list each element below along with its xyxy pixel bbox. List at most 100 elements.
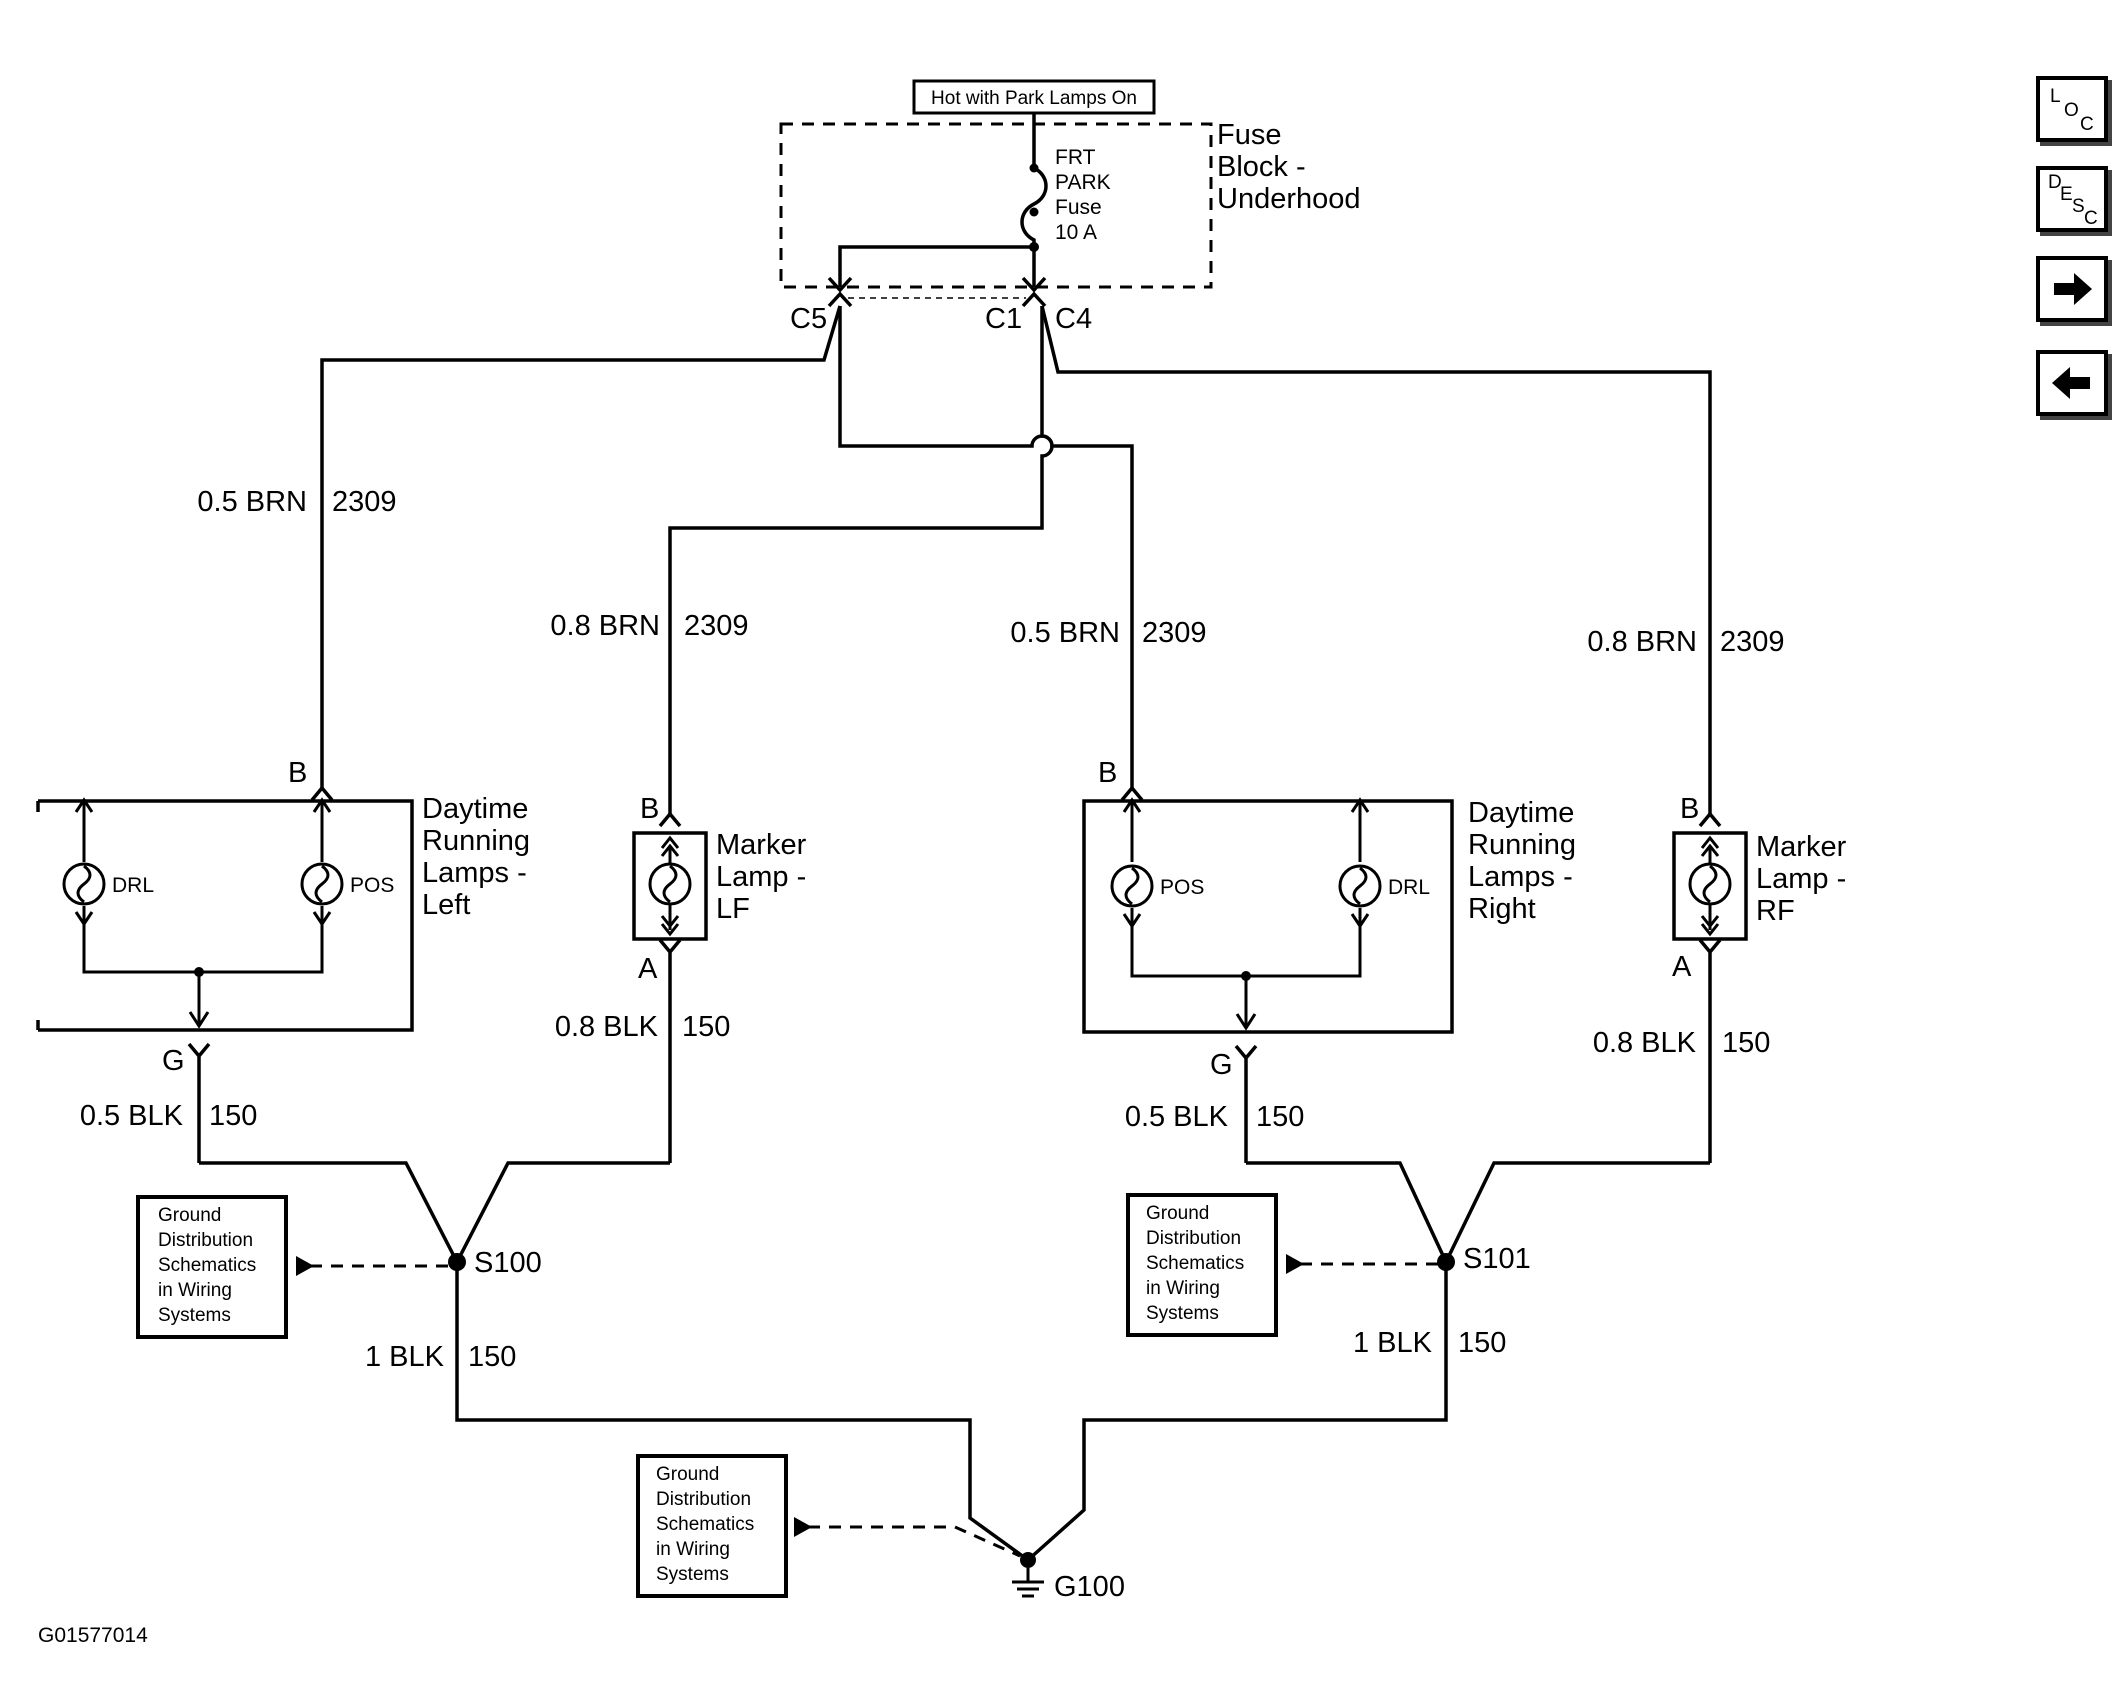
figure-id: G01577014 (38, 1624, 148, 1647)
desc-letter-c: C (2084, 208, 2098, 229)
fuse-block-title-1: Fuse (1217, 119, 1281, 151)
ref-right-2: Distribution (1146, 1228, 1241, 1249)
connector-c1: C1 (985, 303, 1022, 335)
ref-box-ground: Ground Distribution Schematics in Wiring… (636, 1454, 1021, 1598)
wire-w2-circuit: 2309 (684, 610, 749, 642)
ref-right-4: in Wiring (1146, 1278, 1220, 1299)
marker-lf-title-1: Marker (716, 829, 807, 861)
ref-left-3: Schematics (158, 1255, 256, 1276)
wire-s100-gauge: 1 BLK (365, 1341, 445, 1373)
splice-s101-dot (1437, 1253, 1455, 1271)
wire-g4-gauge: 0.8 BLK (1593, 1027, 1697, 1059)
ref-ground-3: Schematics (656, 1514, 754, 1535)
desc-button[interactable]: D E S C (2036, 166, 2108, 232)
ground-symbol (1012, 1552, 1044, 1598)
marker-rf-title-2: Lamp - (1756, 863, 1846, 895)
wire-w4-circuit: 2309 (1720, 626, 1785, 658)
marker-rf: B Marker Lamp - RF A (1672, 793, 1847, 1163)
ref-box-left: Ground Distribution Schematics in Wiring… (136, 1195, 450, 1339)
connectors: C5 C1 C4 (790, 291, 1092, 335)
desc-letter-s: S (2072, 196, 2085, 217)
drl-right-module: B POS DRL Daytime Running Lamps - Right … (1082, 757, 1576, 1163)
fuse-name-1: FRT (1055, 146, 1096, 169)
ground-network: S100 S101 1 BLK 150 1 BLK 150 G100 (199, 1161, 1710, 1603)
fuse-block-title-3: Underhood (1217, 183, 1361, 215)
drl-left-title-3: Lamps - (422, 857, 527, 889)
splice-s100-dot (448, 1253, 466, 1271)
ref-right-5: Systems (1146, 1303, 1219, 1324)
fuse-symbol (1020, 166, 1048, 247)
splice-s100: S100 (474, 1247, 542, 1279)
marker-rf-title-3: RF (1756, 895, 1795, 927)
marker-rf-pin-b: B (1680, 793, 1699, 825)
wire-w3-gauge: 0.5 BRN (1010, 617, 1120, 649)
ref-left-5: Systems (158, 1305, 231, 1326)
drl-left-module: B DRL POS Daytime Running Lamps - Left G (36, 757, 530, 1163)
drl-right-pin-g: G (1210, 1049, 1233, 1081)
ref-left-2: Distribution (158, 1230, 253, 1251)
marker-rf-pin-a: A (1672, 951, 1692, 983)
wire-s100-circuit: 150 (468, 1341, 516, 1373)
loc-button[interactable]: L O C (2036, 76, 2108, 142)
arrow-left-icon (2052, 367, 2090, 399)
fuse-name-3: Fuse (1055, 196, 1102, 219)
drl-left-pin-b: B (288, 757, 307, 789)
back-button[interactable] (2036, 350, 2108, 416)
ref-ground-2: Distribution (656, 1489, 751, 1510)
ref-box-right: Ground Distribution Schematics in Wiring… (1126, 1193, 1440, 1337)
wire-w1-gauge: 0.5 BRN (197, 486, 307, 518)
forward-button[interactable] (2036, 256, 2108, 322)
wire-w3-circuit: 2309 (1142, 617, 1207, 649)
ground-g100: G100 (1054, 1571, 1125, 1603)
drl-right-pin-b: B (1098, 757, 1117, 789)
power-wires (320, 305, 1712, 815)
desc-letter-e: E (2060, 184, 2073, 205)
desc-letter-d: D (2048, 172, 2062, 193)
fuse-block-title-2: Block - (1217, 151, 1306, 183)
hot-label: Hot with Park Lamps On (931, 88, 1137, 109)
wire-w4-gauge: 0.8 BRN (1587, 626, 1697, 658)
drl-left-title-2: Running (422, 825, 530, 857)
drl-left-lamp-b: POS (350, 874, 394, 897)
ref-right-3: Schematics (1146, 1253, 1244, 1274)
drl-left-pin-g: G (162, 1045, 185, 1077)
wire-w1-circuit: 2309 (332, 486, 397, 518)
ref-ground-1: Ground (656, 1464, 719, 1485)
wire-g1-circuit: 150 (209, 1100, 257, 1132)
fuse-name-4: 10 A (1055, 221, 1097, 244)
marker-lf-pin-b: B (640, 793, 659, 825)
drl-left-title-4: Left (422, 889, 470, 921)
drl-right-title-3: Lamps - (1468, 861, 1573, 893)
ref-right-1: Ground (1146, 1203, 1209, 1224)
splice-s101: S101 (1463, 1243, 1531, 1275)
ref-ground-5: Systems (656, 1564, 729, 1585)
wire-g2-gauge: 0.8 BLK (555, 1011, 659, 1043)
wire-g4-circuit: 150 (1722, 1027, 1770, 1059)
drl-right-title-2: Running (1468, 829, 1576, 861)
marker-rf-title-1: Marker (1756, 831, 1847, 863)
wire-w2-gauge: 0.8 BRN (550, 610, 660, 642)
marker-lf: B Marker Lamp - LF A (632, 793, 807, 1163)
wire-g3-circuit: 150 (1256, 1101, 1304, 1133)
fuse-block: Hot with Park Lamps On FRT PARK Fuse 10 … (779, 79, 1361, 293)
wire-g1-gauge: 0.5 BLK (80, 1100, 184, 1132)
marker-lf-title-2: Lamp - (716, 861, 806, 893)
drl-left-title-1: Daytime (422, 793, 528, 825)
connector-c5: C5 (790, 303, 827, 335)
wire-g2-circuit: 150 (682, 1011, 730, 1043)
loc-letter-l: L (2050, 86, 2061, 107)
arrow-right-icon (2054, 273, 2092, 305)
drl-right-lamp-b: DRL (1388, 876, 1430, 899)
fuse-block-outline (779, 122, 1213, 289)
drl-right-lamp-a: POS (1160, 876, 1204, 899)
marker-lf-pin-a: A (638, 953, 658, 985)
wire-g3-gauge: 0.5 BLK (1125, 1101, 1229, 1133)
ref-left-4: in Wiring (158, 1280, 232, 1301)
ref-left-1: Ground (158, 1205, 221, 1226)
drl-left-lamp-a: DRL (112, 874, 154, 897)
connector-c4: C4 (1055, 303, 1092, 335)
wire-s101-circuit: 150 (1458, 1327, 1506, 1359)
wire-s101-gauge: 1 BLK (1353, 1327, 1433, 1359)
ref-ground-4: in Wiring (656, 1539, 730, 1560)
